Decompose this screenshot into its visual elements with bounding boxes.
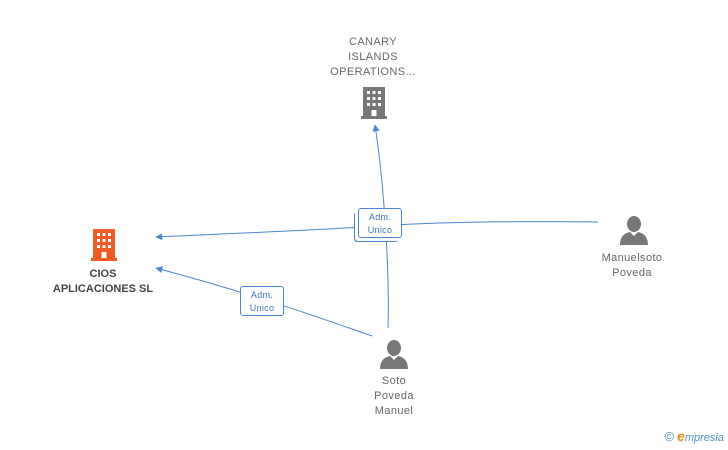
brand-name: mpresia: [684, 432, 724, 444]
copyright-icon: ©: [664, 429, 675, 444]
brand-initial: e: [677, 428, 685, 444]
person-icon[interactable]: [380, 340, 408, 369]
building-icon[interactable]: [91, 229, 117, 261]
brand-watermark: ©empresia: [664, 428, 724, 444]
node-label-soto[interactable]: Soto Poveda Manuel: [374, 375, 414, 417]
edge-role-label[interactable]: Adm. Unico: [358, 208, 402, 238]
edge-role-label[interactable]: Adm. Unico: [240, 286, 284, 316]
node-label-canary[interactable]: CANARY ISLANDS OPERATIONS...: [330, 36, 416, 78]
node-label-manuelsoto[interactable]: Manuelsoto Poveda: [601, 252, 663, 279]
building-icon[interactable]: [361, 87, 387, 119]
node-label-cios[interactable]: CIOS APLICACIONES SL: [52, 268, 154, 295]
person-icon[interactable]: [620, 216, 648, 245]
